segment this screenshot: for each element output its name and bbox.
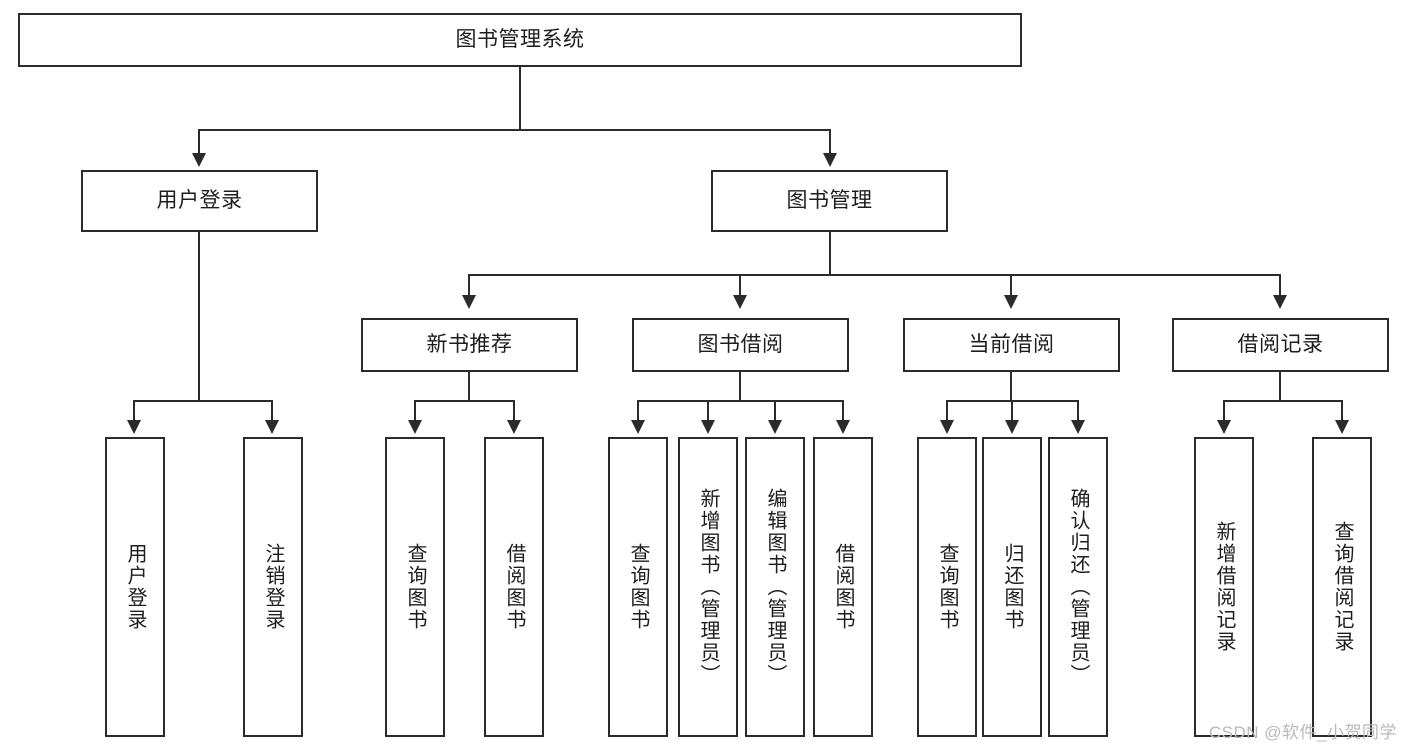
node-label: 当前借阅 — [968, 332, 1055, 356]
leaf-add-book-admin[interactable]: 新增图书（管理员） — [678, 437, 738, 737]
edge-root-to-books — [829, 129, 831, 155]
edge-books-stem — [829, 232, 831, 276]
arrow-books-to-l3-2 — [733, 295, 747, 309]
edge-root-bar — [198, 129, 830, 131]
arrow-record-to-leaf-1 — [1217, 420, 1231, 434]
leaf-query-book-borrow[interactable]: 查询图书 — [608, 437, 668, 737]
arrow-borrow-to-leaf-3 — [768, 420, 782, 434]
leaf-query-borrow-record[interactable]: 查询借阅记录 — [1312, 437, 1372, 737]
edge-login-to-leaf-2 — [271, 400, 273, 422]
leaf-query-book-recommend[interactable]: 查询图书 — [385, 437, 445, 737]
node-label: 借阅图书 — [832, 543, 854, 631]
node-user-login[interactable]: 用户登录 — [81, 170, 318, 232]
arrow-borrow-to-leaf-1 — [631, 420, 645, 434]
node-label: 新增图书（管理员） — [697, 488, 719, 686]
leaf-add-borrow-record[interactable]: 新增借阅记录 — [1194, 437, 1254, 737]
arrow-current-to-leaf-2 — [1005, 420, 1019, 434]
arrow-borrow-to-leaf-2 — [701, 420, 715, 434]
edge-current-stem — [1010, 372, 1012, 402]
edge-recommend-to-leaf-1 — [414, 400, 416, 422]
arrow-current-to-leaf-3 — [1071, 420, 1085, 434]
node-label: 用户登录 — [156, 188, 243, 212]
node-borrow-record[interactable]: 借阅记录 — [1172, 318, 1389, 372]
arrow-root-to-login — [192, 153, 206, 167]
leaf-return-book[interactable]: 归还图书 — [982, 437, 1042, 737]
node-label: 注销登录 — [262, 543, 284, 631]
node-label: 查询图书 — [627, 543, 649, 631]
edge-recommend-to-leaf-2 — [513, 400, 515, 422]
arrow-borrow-to-leaf-4 — [836, 420, 850, 434]
edge-recommend-bar — [414, 400, 515, 402]
edge-record-stem — [1279, 372, 1281, 402]
arrow-books-to-l3-1 — [462, 295, 476, 309]
edge-borrow-to-leaf-1 — [637, 400, 639, 422]
node-book-borrow[interactable]: 图书借阅 — [632, 318, 849, 372]
arrow-recommend-to-leaf-2 — [507, 420, 521, 434]
edge-borrow-to-leaf-3 — [774, 400, 776, 422]
edge-current-to-leaf-3 — [1077, 400, 1079, 422]
node-new-book-recommend[interactable]: 新书推荐 — [361, 318, 578, 372]
node-label: 确认归还（管理员） — [1067, 488, 1089, 686]
arrow-recommend-to-leaf-1 — [408, 420, 422, 434]
leaf-edit-book-admin[interactable]: 编辑图书（管理员） — [745, 437, 805, 737]
node-book-management[interactable]: 图书管理 — [711, 170, 948, 232]
edge-books-to-l3-1 — [468, 274, 470, 296]
edge-login-stem — [198, 232, 200, 402]
arrow-login-to-leaf-1 — [127, 420, 141, 434]
edge-login-to-leaf-1 — [133, 400, 135, 422]
arrow-record-to-leaf-2 — [1335, 420, 1349, 434]
node-label: 图书借阅 — [697, 332, 784, 356]
edge-borrow-stem — [739, 372, 741, 402]
arrow-books-to-l3-3 — [1004, 295, 1018, 309]
arrow-books-to-l3-4 — [1273, 295, 1287, 309]
edge-record-to-leaf-1 — [1223, 400, 1225, 422]
node-label: 用户登录 — [124, 543, 146, 631]
node-label: 查询图书 — [936, 543, 958, 631]
edge-login-bar — [133, 400, 272, 402]
leaf-borrow-book-recommend[interactable]: 借阅图书 — [484, 437, 544, 737]
node-label: 新增借阅记录 — [1213, 521, 1235, 653]
node-label: 图书管理 — [786, 188, 873, 212]
edge-record-to-leaf-2 — [1341, 400, 1343, 422]
edge-borrow-to-leaf-2 — [707, 400, 709, 422]
edge-recommend-stem — [468, 372, 470, 402]
node-root-system[interactable]: 图书管理系统 — [18, 13, 1022, 67]
node-label: 新书推荐 — [426, 332, 513, 356]
edge-current-to-leaf-1 — [946, 400, 948, 422]
node-label: 借阅记录 — [1237, 332, 1324, 356]
edge-books-to-l3-2 — [739, 274, 741, 296]
edge-borrow-bar — [637, 400, 843, 402]
node-label: 查询借阅记录 — [1331, 521, 1353, 653]
node-label: 编辑图书（管理员） — [764, 488, 786, 686]
leaf-query-book-current[interactable]: 查询图书 — [917, 437, 977, 737]
edge-books-to-l3-4 — [1279, 274, 1281, 296]
edge-borrow-to-leaf-4 — [842, 400, 844, 422]
leaf-borrow-book[interactable]: 借阅图书 — [813, 437, 873, 737]
edge-root-stem — [519, 67, 521, 130]
edge-books-to-l3-3 — [1010, 274, 1012, 296]
node-label: 借阅图书 — [503, 543, 525, 631]
leaf-logout[interactable]: 注销登录 — [243, 437, 303, 737]
arrow-current-to-leaf-1 — [940, 420, 954, 434]
edge-record-bar — [1223, 400, 1342, 402]
arrow-login-to-leaf-2 — [265, 420, 279, 434]
node-current-borrow[interactable]: 当前借阅 — [903, 318, 1120, 372]
leaf-confirm-return-admin[interactable]: 确认归还（管理员） — [1048, 437, 1108, 737]
arrow-root-to-books — [823, 153, 837, 167]
node-label: 归还图书 — [1001, 543, 1023, 631]
node-label: 查询图书 — [404, 543, 426, 631]
leaf-user-login[interactable]: 用户登录 — [105, 437, 165, 737]
node-label: 图书管理系统 — [455, 27, 585, 51]
edge-root-to-login — [198, 129, 200, 155]
edge-books-bar — [468, 274, 1281, 276]
edge-current-to-leaf-2 — [1011, 400, 1013, 422]
